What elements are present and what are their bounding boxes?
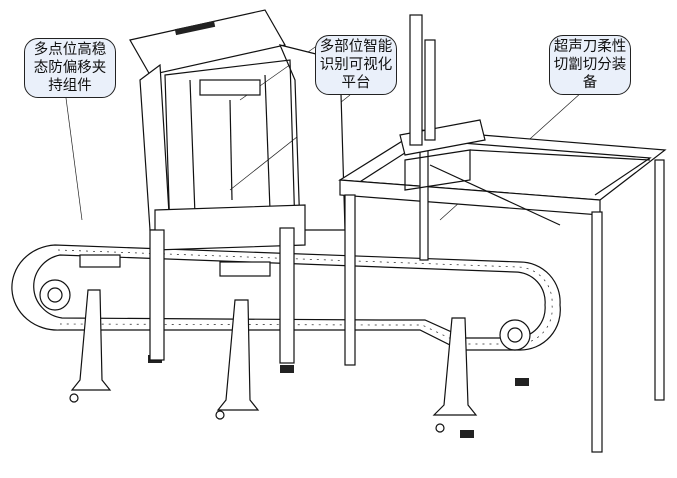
cutter-gantry [338, 14, 667, 453]
conveyor-legs [69, 289, 529, 438]
callout-clamp-line3: 持组件 [48, 78, 92, 94]
callout-cutter-line3: 备 [582, 75, 598, 91]
callout-vision-line1: 多部位智能 [319, 39, 393, 55]
callout-cutter-line1: 超声刀柔性 [553, 39, 627, 55]
callout-vision-line3: 平台 [341, 75, 371, 91]
callout-vision-line2: 识别可视化 [319, 57, 393, 73]
callout-ultrasonic-cutter: 超声刀柔性 切劏切分装 备 [549, 35, 631, 95]
callout-vision-platform: 多部位智能 识别可视化 平台 [315, 35, 397, 95]
callout-clamp-line1: 多点位高稳 [33, 42, 107, 58]
callout-clamp-line2: 态防偏移夹 [33, 60, 107, 76]
callout-clamp-assembly: 多点位高稳 态防偏移夹 持组件 [24, 38, 116, 98]
callout-cutter-line2: 切劏切分装 [553, 57, 627, 73]
vision-cabinet [129, 9, 346, 364]
